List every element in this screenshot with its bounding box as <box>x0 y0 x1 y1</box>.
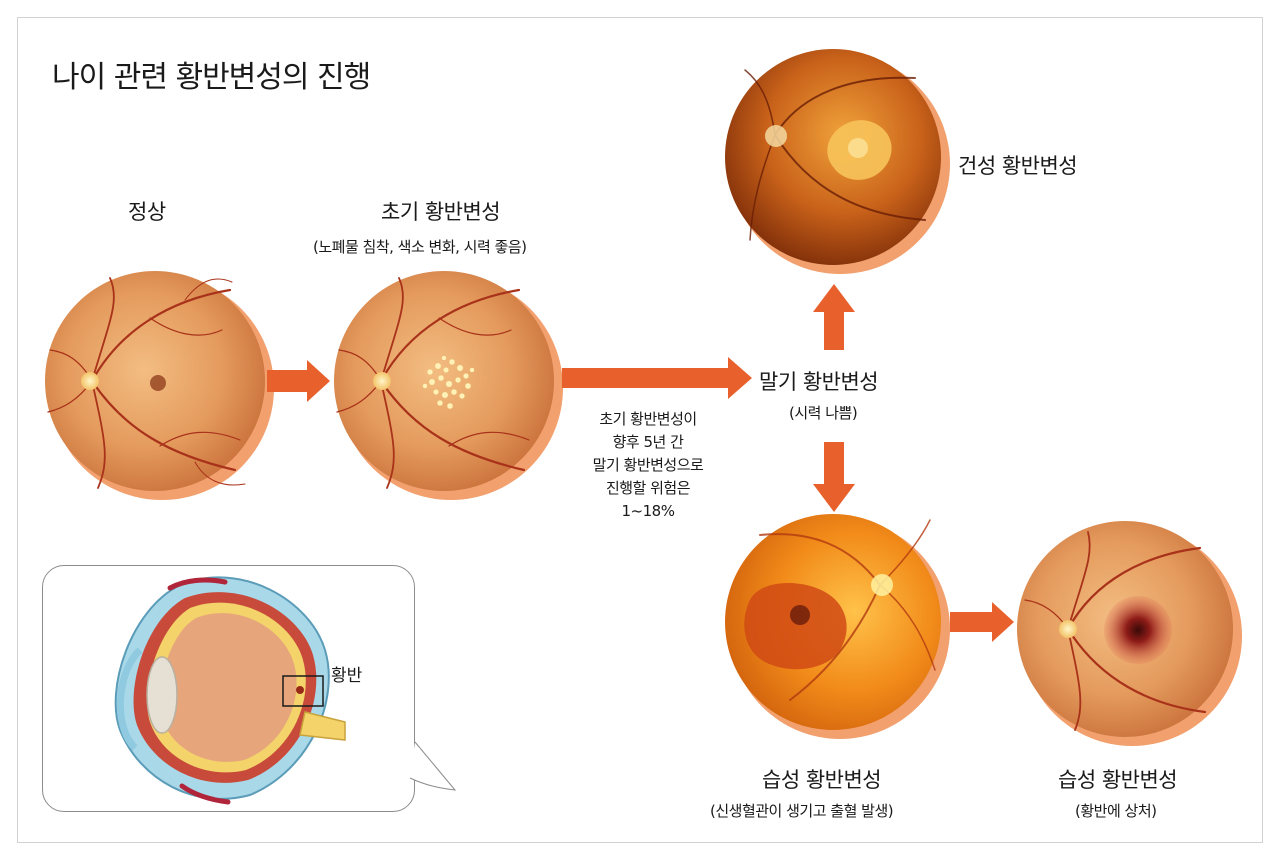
arrow-up-icon <box>813 284 855 350</box>
stage-wet2-sub: (황반에 상처) <box>1075 802 1157 820</box>
stage-early-sub: (노폐물 침착, 색소 변화, 시력 좋음) <box>313 238 527 256</box>
fundus-wet2-image <box>1017 521 1242 746</box>
stage-normal-label: 정상 <box>128 200 166 224</box>
macular-scar <box>1104 596 1172 664</box>
arrow-down-icon <box>813 442 855 512</box>
risk-note-line: 1~18% <box>621 502 675 520</box>
drusen-deposits <box>422 355 475 410</box>
fundus-normal-image <box>45 271 274 500</box>
fundus-dry-image <box>725 49 950 274</box>
stage-early-label: 초기 황반변성 <box>381 200 501 224</box>
arrow-right-icon <box>950 602 1014 642</box>
eye-anatomy-image <box>114 576 457 805</box>
arrow-right-icon <box>267 360 330 402</box>
risk-note: 초기 황반변성이 향후 5년 간 말기 황반변성으로 진행할 위험은 1~18% <box>548 408 748 523</box>
stage-late-label: 말기 황반변성 <box>759 370 879 394</box>
hemorrhage-area <box>744 582 847 670</box>
stage-wet1-label: 습성 황반변성 <box>762 768 882 792</box>
fundus-wet1-image <box>725 514 950 739</box>
figure-frame <box>17 17 1263 843</box>
risk-note-line: 말기 황반변성으로 <box>592 456 704 474</box>
risk-note-line: 진행할 위험은 <box>605 479 691 497</box>
stage-dry-label: 건성 황반변성 <box>958 154 1078 178</box>
stage-wet1-sub: (신생혈관이 생기고 출혈 발생) <box>710 802 894 820</box>
arrow-right-icon <box>562 357 752 399</box>
page-title: 나이 관련 황반변성의 진행 <box>52 60 371 95</box>
stage-wet2-label: 습성 황반변성 <box>1058 768 1178 792</box>
stage-late-sub: (시력 나쁨) <box>789 404 858 422</box>
fundus-early-image <box>334 271 563 500</box>
risk-note-line: 향후 5년 간 <box>612 433 684 451</box>
macula-label: 황반 <box>331 666 363 686</box>
macula-marker <box>282 675 324 707</box>
risk-note-line: 초기 황반변성이 <box>599 410 697 428</box>
